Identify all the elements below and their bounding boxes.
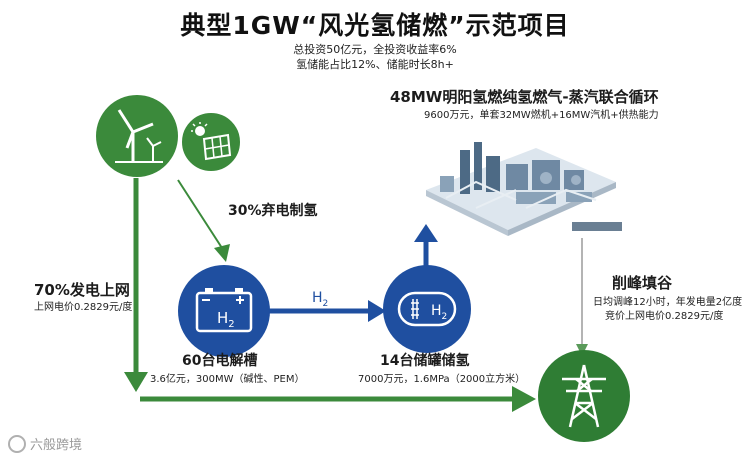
storage-node: H2: [383, 265, 471, 353]
peak-detail-1: 日均调峰12小时，年发电量2亿度: [593, 297, 743, 308]
subtitle-investment: 总投资50亿元，全投资收益率6%: [293, 43, 457, 56]
watermark-logo-icon: [8, 434, 26, 453]
plant-title: 48MW明阳氢燃纯氢燃气-蒸汽联合循环: [390, 88, 659, 106]
plant-detail: 9600万元，单套32MW燃机+16MW汽机+供热能力: [424, 110, 659, 121]
grid-node: [538, 350, 630, 442]
electrolyzer-detail: 3.6亿元，300MW（碱性、PEM）: [150, 374, 305, 385]
electrolyzer-node: H2: [178, 265, 270, 357]
solar-panel-icon: [191, 122, 232, 161]
wind-turbine-icon: [115, 109, 163, 163]
electrolyzer-label: 60台电解槽: [182, 353, 258, 369]
storage-label: 14台储罐储氢: [380, 353, 470, 369]
power-tower-icon: [562, 364, 606, 428]
watermark-text: 六般跨境: [30, 438, 83, 453]
curtail-arrowhead: [214, 244, 230, 262]
h2-flow-arrowhead: [368, 300, 386, 322]
curtail-label: 30%弃电制氢: [228, 203, 318, 219]
hydrogen-tank-icon: H2: [397, 291, 457, 327]
page-title: 典型1GW“风光氢储燃”示范项目: [180, 11, 570, 40]
bottom-flow-arrowhead: [512, 386, 536, 412]
electrolyzer-h2-symbol: H2: [217, 309, 235, 330]
storage-detail: 7000万元，1.6MPa（2000立方米）: [358, 374, 526, 385]
grid-supply-label: 70%发电上网: [34, 281, 130, 299]
generation-node: [96, 95, 178, 177]
peak-label: 削峰填谷: [612, 274, 673, 292]
peak-detail-2: 竞价上网电价0.2829元/度: [605, 311, 724, 322]
battery-icon: H2: [195, 288, 253, 333]
watermark: 六般跨境: [8, 434, 82, 453]
subtitle-storage: 氢储能占比12%、储能时长8h+: [296, 58, 454, 71]
storage-h2-symbol: H2: [431, 303, 447, 322]
grid-supply-arrowhead: [124, 372, 148, 392]
h2-flow-label: H2: [312, 290, 329, 309]
up-flow-arrowhead: [414, 224, 438, 242]
curtail-line: [177, 179, 223, 249]
power-plant-illustration: [426, 142, 622, 236]
grid-supply-price: 上网电价0.2829元/度: [34, 302, 133, 313]
solar-node: [180, 111, 242, 173]
